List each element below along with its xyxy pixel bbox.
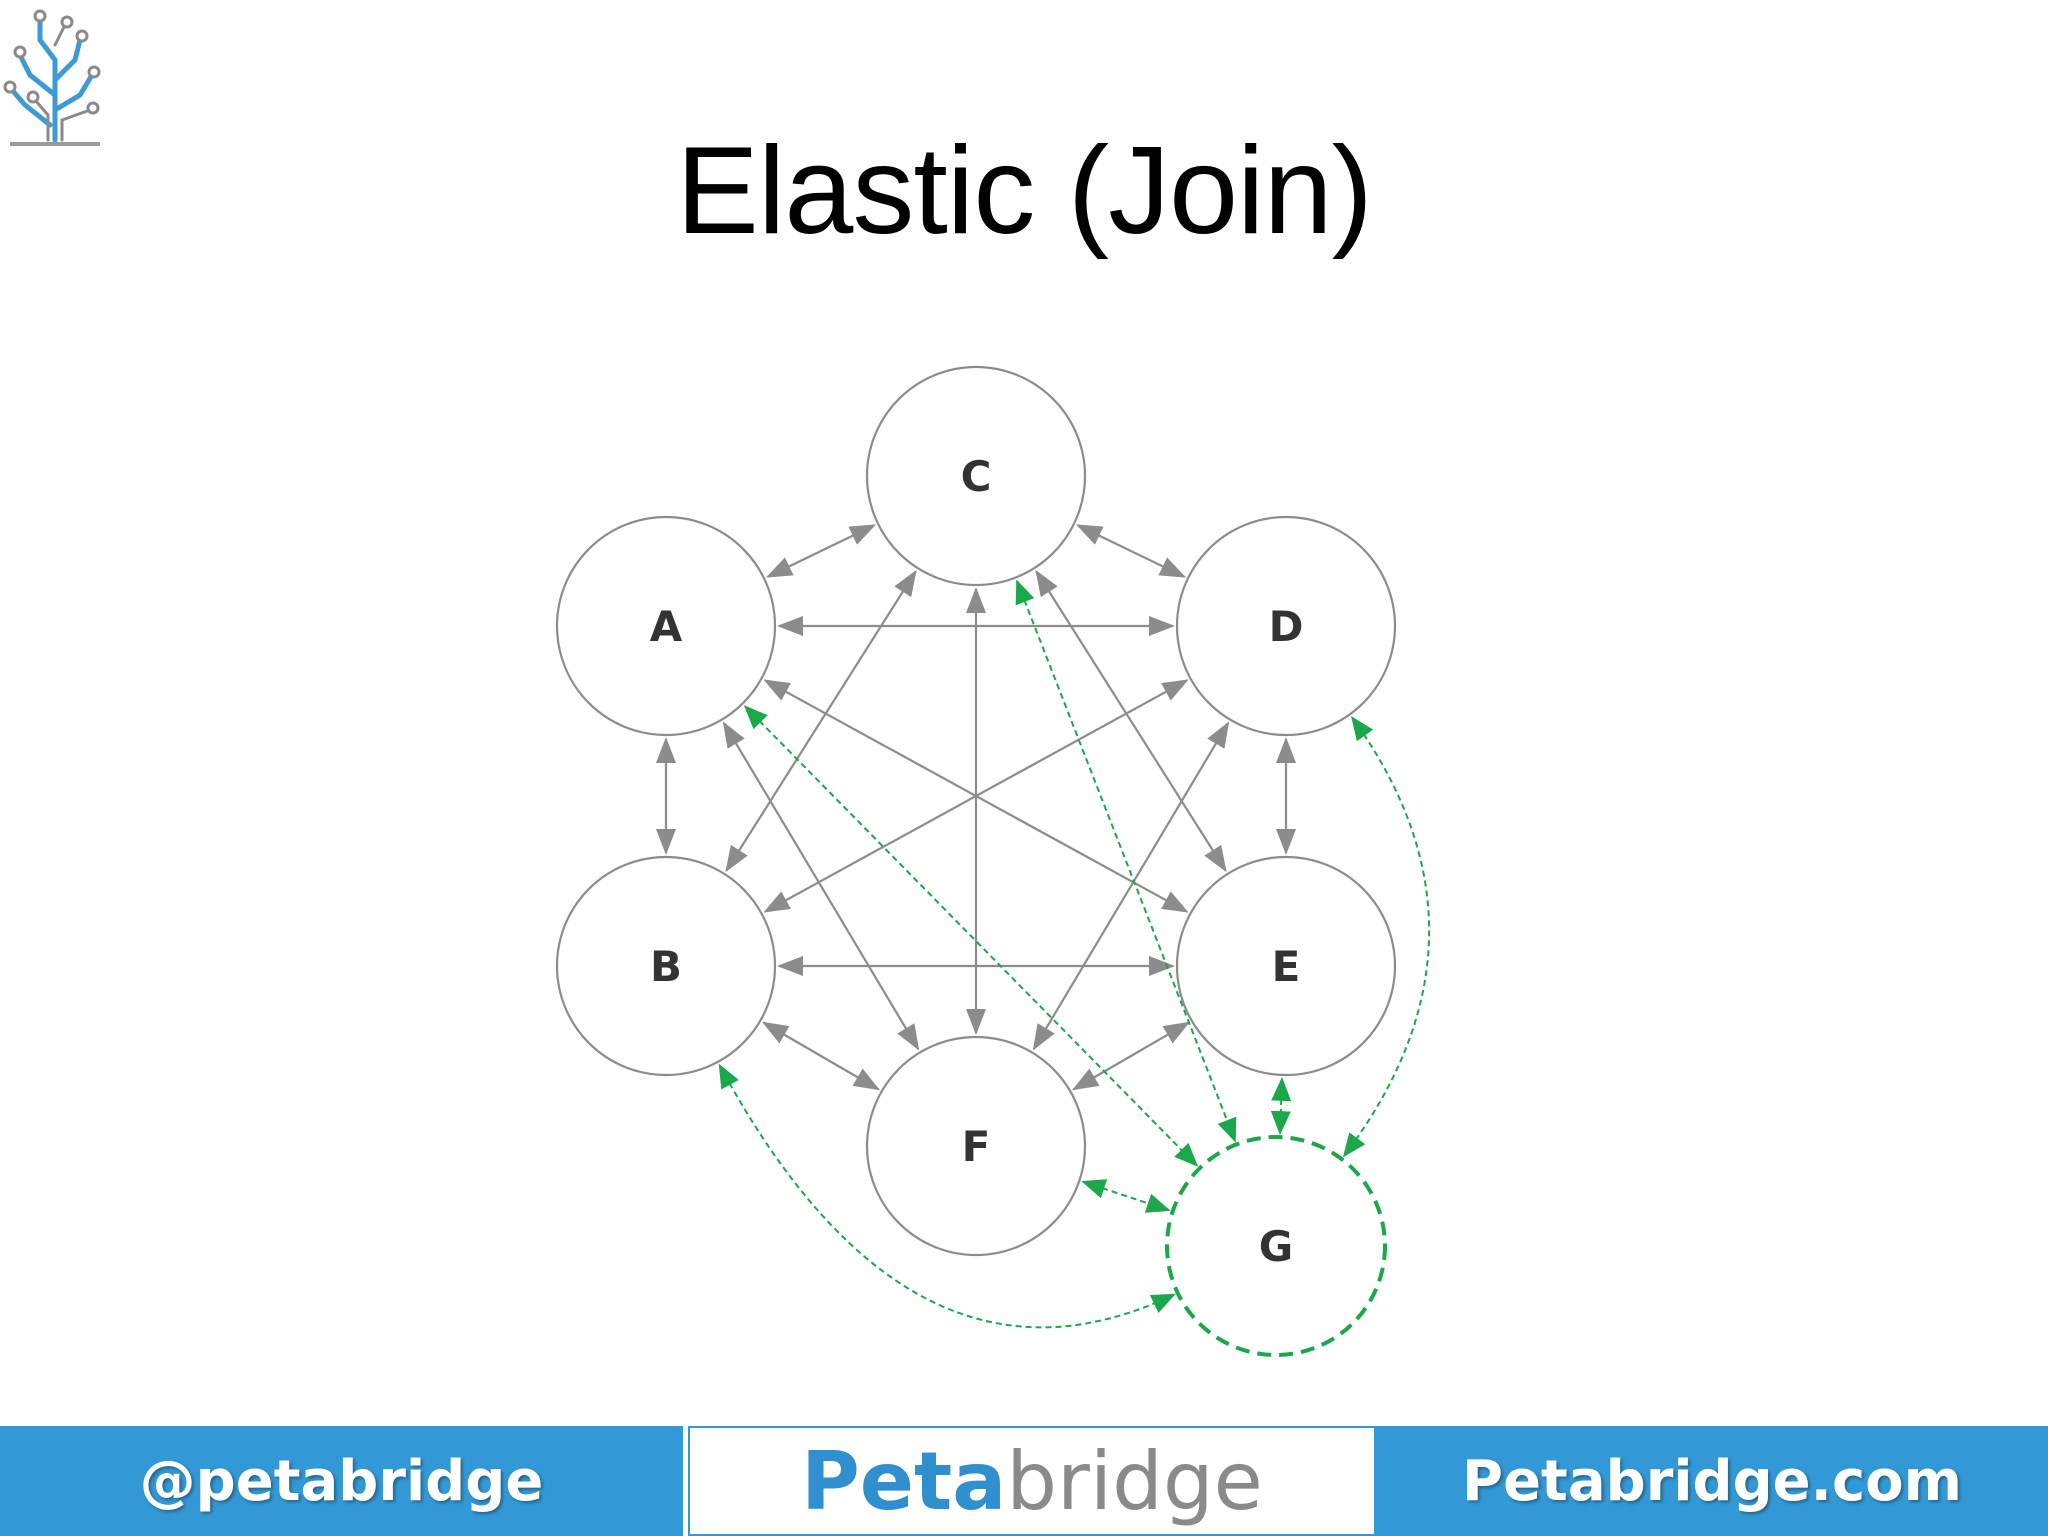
node-a-label: A bbox=[650, 602, 683, 651]
node-d-label: D bbox=[1269, 602, 1304, 651]
edge-b-f bbox=[761, 1021, 881, 1091]
node-f: F bbox=[865, 1035, 1087, 1257]
edge-a-g bbox=[743, 705, 1199, 1167]
node-e: E bbox=[1175, 855, 1397, 1077]
website-link[interactable]: Petabridge.com bbox=[1376, 1426, 2048, 1536]
node-d: D bbox=[1175, 515, 1397, 737]
node-e-circle bbox=[1175, 855, 1397, 1077]
edge-d-g bbox=[1342, 715, 1431, 1158]
node-c-circle bbox=[865, 365, 1087, 587]
edge-f-g bbox=[1081, 1179, 1171, 1213]
node-g-label: G bbox=[1259, 1222, 1293, 1271]
brand-name-light: bridge bbox=[1006, 1434, 1263, 1528]
node-a: A bbox=[555, 515, 777, 737]
twitter-handle[interactable]: @petabridge bbox=[0, 1426, 683, 1536]
edge-e-g bbox=[1270, 1076, 1292, 1136]
node-b-label: B bbox=[650, 942, 682, 991]
edge-b-g bbox=[718, 1063, 1176, 1329]
node-d-circle bbox=[1175, 515, 1397, 737]
node-c-label: C bbox=[961, 452, 992, 501]
node-g: G bbox=[1165, 1135, 1387, 1357]
cluster-diagram: A B C D E F G bbox=[555, 365, 1431, 1357]
edge-c-g bbox=[1015, 579, 1237, 1143]
node-a-circle bbox=[555, 515, 777, 737]
slide-title: Elastic (Join) bbox=[676, 122, 1373, 260]
node-b-circle bbox=[555, 855, 777, 1077]
edge-e-f bbox=[1071, 1021, 1191, 1091]
node-c: C bbox=[865, 365, 1087, 587]
node-f-circle bbox=[865, 1035, 1087, 1257]
edge-c-d bbox=[1075, 524, 1187, 578]
node-f-label: F bbox=[962, 1122, 991, 1171]
circuit-tree-logo-icon bbox=[3, 9, 101, 146]
brand-name-bold: Peta bbox=[801, 1434, 1007, 1528]
node-b: B bbox=[555, 855, 777, 1077]
edge-a-c bbox=[765, 524, 877, 578]
node-e-label: E bbox=[1272, 942, 1301, 991]
node-g-circle bbox=[1165, 1135, 1387, 1357]
